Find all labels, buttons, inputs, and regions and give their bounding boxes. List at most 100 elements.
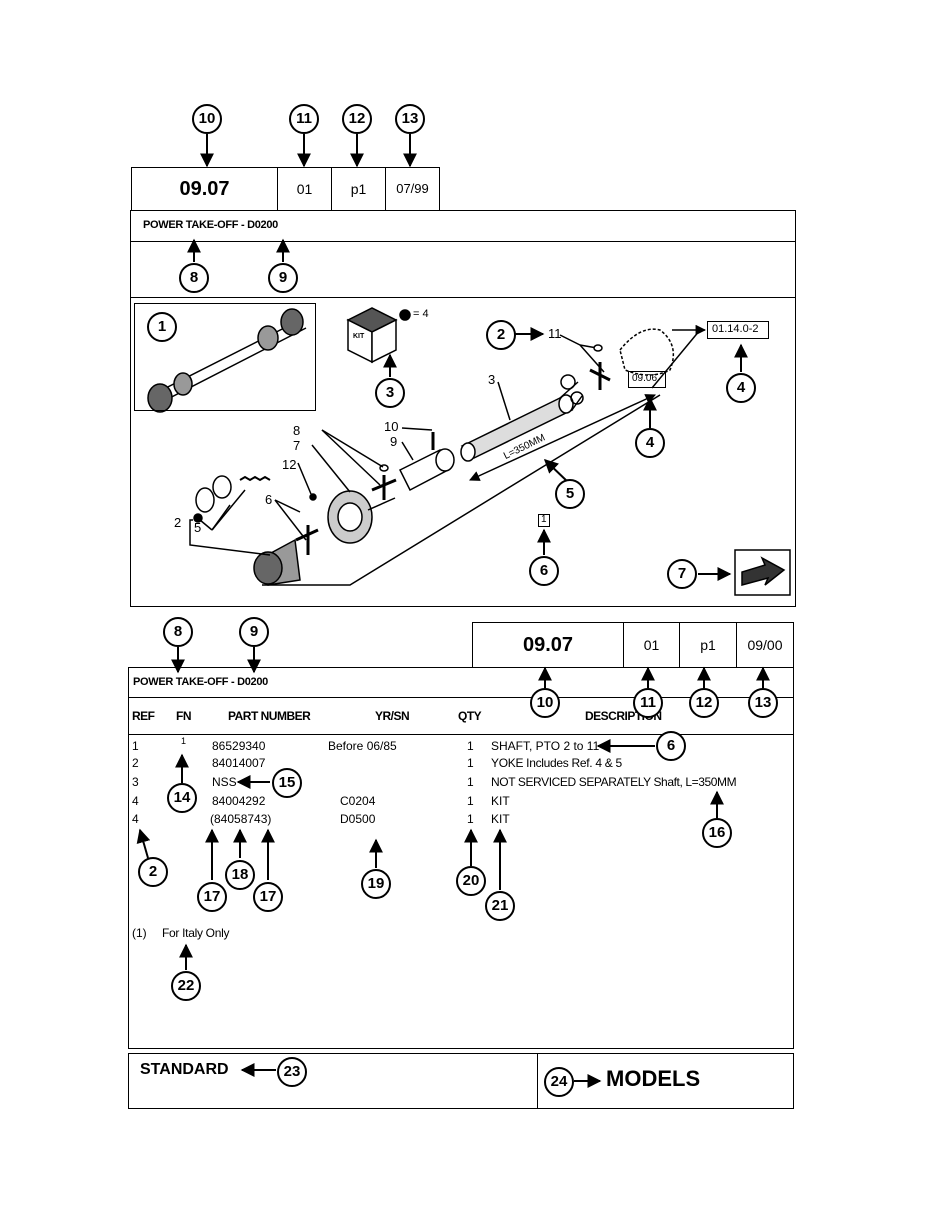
lower-sub-number: 01 xyxy=(623,623,679,667)
row-qty: 1 xyxy=(467,812,474,826)
callout-1: 1 xyxy=(147,312,177,342)
callout-17-b: 17 xyxy=(253,882,283,912)
label-6: 6 xyxy=(265,492,273,507)
parts-list-box xyxy=(128,667,794,1049)
standard-label: STANDARD xyxy=(140,1061,229,1078)
callout-5: 5 xyxy=(555,479,585,509)
callout-8-lower: 8 xyxy=(163,617,193,647)
row-ref: 1 xyxy=(132,739,139,753)
label-5: 5 xyxy=(194,520,202,535)
kit-box-illustration xyxy=(346,307,411,364)
row-qty: 1 xyxy=(467,739,474,753)
callout-17-a: 17 xyxy=(197,882,227,912)
callout-4-mid: 4 xyxy=(635,428,665,458)
callout-6-diagram: 6 xyxy=(529,556,559,586)
row-ref: 4 xyxy=(132,794,139,808)
col-header-part: PART NUMBER xyxy=(228,709,311,723)
lower-page-number: p1 xyxy=(679,623,736,667)
title-divider xyxy=(128,697,794,698)
col-header-fn: FN xyxy=(176,709,192,723)
label-9: 9 xyxy=(390,434,398,449)
callout-2: 2 xyxy=(486,320,516,350)
callout-9: 9 xyxy=(268,263,298,293)
callout-8: 8 xyxy=(179,263,209,293)
col-header-qty: QTY xyxy=(458,709,482,723)
callout-13-lower: 13 xyxy=(748,688,778,718)
diagram-panel xyxy=(130,297,796,607)
row-ref: 3 xyxy=(132,775,139,789)
label-11: 11 xyxy=(548,326,562,341)
row-fn: 1 xyxy=(181,736,187,746)
callout-12-lower: 12 xyxy=(689,688,719,718)
top-header-box: 09.07 01 p1 07/99 xyxy=(131,167,440,211)
callout-11-lower: 11 xyxy=(633,688,663,718)
callout-4-top: 4 xyxy=(726,373,756,403)
kit-legend: = 4 xyxy=(413,308,429,320)
row-yr: C0204 xyxy=(340,794,376,808)
kit-label: KIT xyxy=(353,333,365,340)
callout-6-table: 6 xyxy=(656,731,686,761)
label-10: 10 xyxy=(384,419,399,434)
ref-box-09-06 xyxy=(628,371,666,388)
callout-23: 23 xyxy=(277,1057,307,1087)
callout-19: 19 xyxy=(361,869,391,899)
row-part: 86529340 xyxy=(212,739,266,753)
label-12: 12 xyxy=(282,457,297,472)
callout-18: 18 xyxy=(225,860,255,890)
callout-20: 20 xyxy=(456,866,486,896)
callout-16: 16 xyxy=(702,818,732,848)
ref-box-01-14-text: 01.14.0-2 xyxy=(712,323,759,335)
lower-section-number: 09.07 xyxy=(522,634,574,656)
exploded-view-illustration xyxy=(189,324,791,596)
callout-24: 24 xyxy=(544,1067,574,1097)
label-7: 7 xyxy=(293,438,301,453)
callout-9-lower: 9 xyxy=(239,617,269,647)
row-desc: KIT xyxy=(491,812,510,826)
top-title: POWER TAKE-OFF - D0200 xyxy=(143,219,278,231)
footer-divider xyxy=(537,1053,538,1109)
label-3: 3 xyxy=(488,372,496,387)
pto-shaft-illustration xyxy=(147,308,307,413)
footer-box xyxy=(128,1053,794,1109)
models-label: MODELS xyxy=(606,1066,701,1091)
row-ref: 2 xyxy=(132,756,139,770)
ref-box-01-14 xyxy=(707,321,769,339)
row-desc: KIT xyxy=(491,794,510,808)
top-spacer-box xyxy=(130,241,796,298)
callout-21: 21 xyxy=(485,891,515,921)
top-date: 07/99 xyxy=(385,168,439,210)
top-section-number: 09.07 xyxy=(179,178,230,200)
row-part: 84004292 xyxy=(212,794,266,808)
col-header-yr: YR/SN xyxy=(375,709,410,723)
row-qty: 1 xyxy=(467,794,474,808)
row-yr: Before 06/85 xyxy=(328,739,397,753)
assembly-thumbnail-frame xyxy=(134,303,316,411)
col-header-ref: REF xyxy=(132,709,155,723)
callout-15: 15 xyxy=(272,768,302,798)
callout-13: 13 xyxy=(395,104,425,134)
top-sub-number: 01 xyxy=(277,168,331,210)
row-part: 84014007 xyxy=(212,756,266,770)
lower-title: POWER TAKE-OFF - D0200 xyxy=(133,676,268,688)
ref-box-1 xyxy=(538,514,550,527)
row-yr: D0500 xyxy=(340,812,376,826)
callout-14: 14 xyxy=(167,783,197,813)
row-qty: 1 xyxy=(467,756,474,770)
callout-2-table: 2 xyxy=(138,857,168,887)
row-qty: 1 xyxy=(467,775,474,789)
ref-box-1-text: 1 xyxy=(541,514,547,525)
row-desc: YOKE Includes Ref. 4 & 5 xyxy=(491,756,622,770)
callout-10: 10 xyxy=(192,104,222,134)
ref-box-09-06-text: 09.06 xyxy=(632,373,658,384)
row-ref: 4 xyxy=(132,812,139,826)
callout-22: 22 xyxy=(171,971,201,1001)
label-2: 2 xyxy=(174,515,182,530)
row-part: NSS xyxy=(212,775,237,789)
header-divider xyxy=(128,734,794,735)
row-desc: NOT SERVICED SEPARATELY Shaft, L=350MM xyxy=(491,775,737,789)
label-8: 8 xyxy=(293,423,301,438)
lower-header-box: 09.07 01 p1 09/00 xyxy=(472,622,794,668)
callout-7: 7 xyxy=(667,559,697,589)
top-page-number: p1 xyxy=(331,168,385,210)
